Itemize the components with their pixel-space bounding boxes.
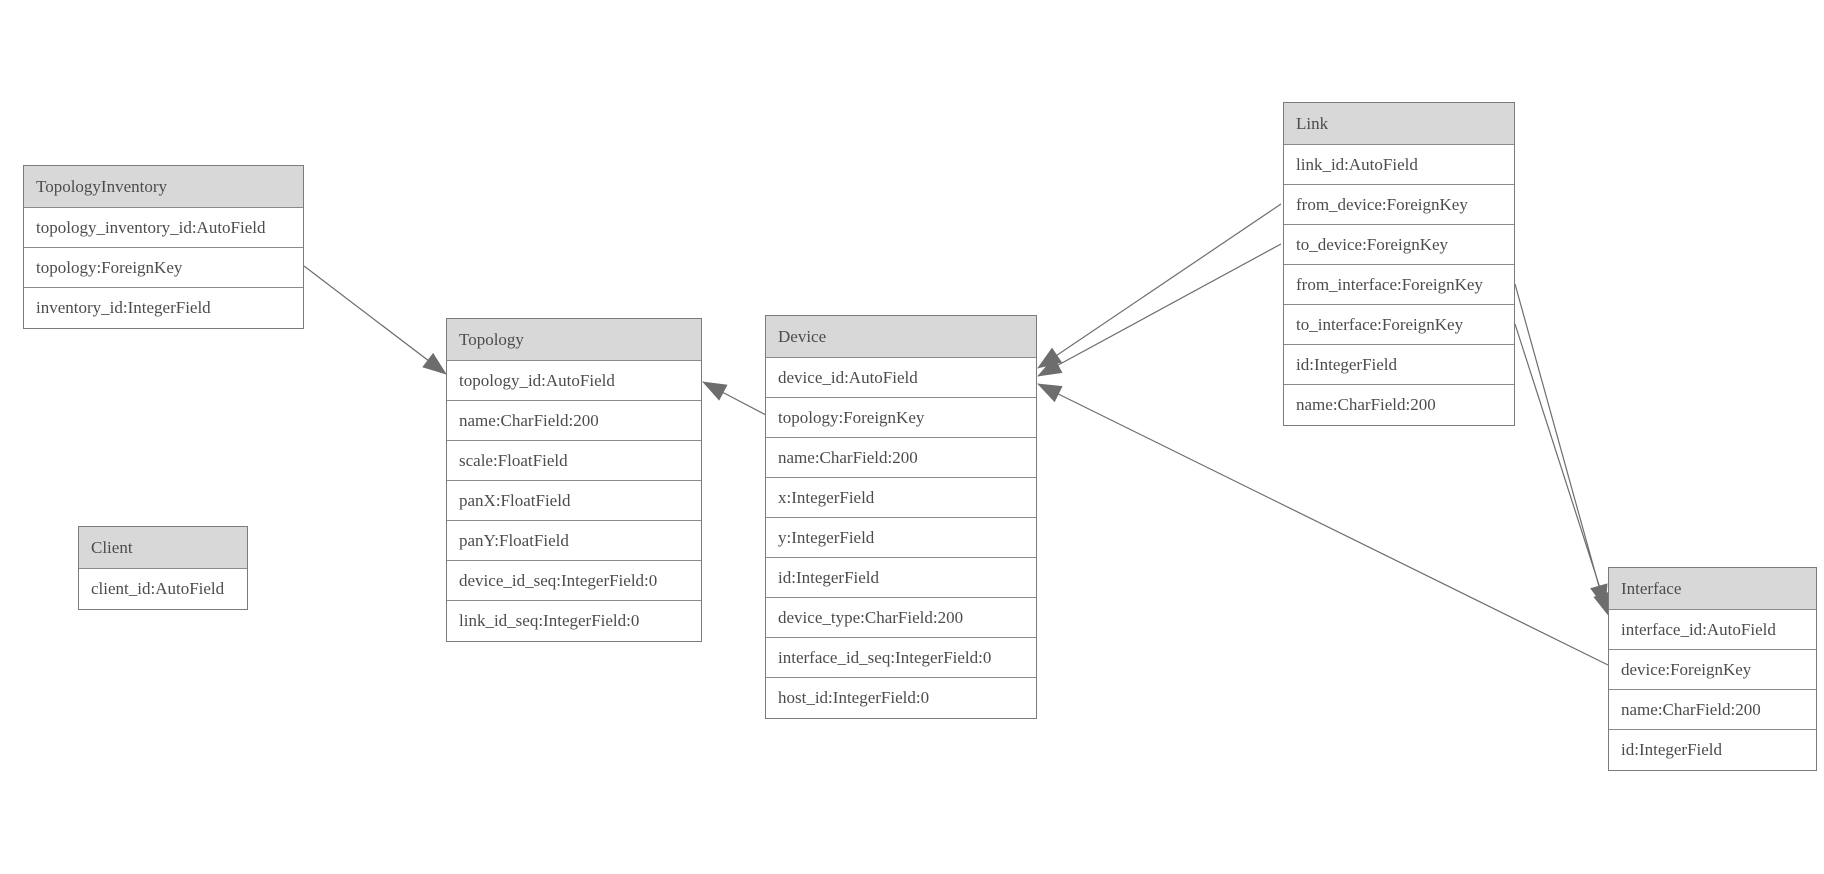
- entity-field-row: id:IntegerField: [1284, 345, 1514, 385]
- entity-field-row: x:IntegerField: [766, 478, 1036, 518]
- entity-topology-title: Topology: [447, 319, 701, 361]
- entity-field-row: topology:ForeignKey: [24, 248, 303, 288]
- connector-link-todevice-device: [1037, 243, 1282, 377]
- entity-field-row: scale:FloatField: [447, 441, 701, 481]
- connector-link-tointerface-interface: [1514, 323, 1611, 617]
- entity-interface-title: Interface: [1609, 568, 1816, 610]
- entity-field-row: to_interface:ForeignKey: [1284, 305, 1514, 345]
- entity-field-row: from_interface:ForeignKey: [1284, 265, 1514, 305]
- entity-link: Link link_id:AutoField from_device:Forei…: [1283, 102, 1515, 426]
- entity-field-row: host_id:IntegerField:0: [766, 678, 1036, 718]
- entity-field-row: interface_id_seq:IntegerField:0: [766, 638, 1036, 678]
- entity-field-row: y:IntegerField: [766, 518, 1036, 558]
- entity-field-row: topology_id:AutoField: [447, 361, 701, 401]
- connector-topologyinventory-topology: [303, 265, 447, 375]
- entity-client-title: Client: [79, 527, 247, 569]
- connector-link-frominterface-interface: [1514, 283, 1608, 609]
- entity-field-row: link_id_seq:IntegerField:0: [447, 601, 701, 641]
- entity-field-row: name:CharField:200: [766, 438, 1036, 478]
- entity-interface: Interface interface_id:AutoField device:…: [1608, 567, 1817, 771]
- entity-field-row: name:CharField:200: [447, 401, 701, 441]
- entity-field-row: name:CharField:200: [1609, 690, 1816, 730]
- entity-topology-inventory: TopologyInventory topology_inventory_id:…: [23, 165, 304, 329]
- entity-device-title: Device: [766, 316, 1036, 358]
- connector-device-topology: [702, 381, 767, 416]
- entity-field-row: inventory_id:IntegerField: [24, 288, 303, 328]
- entity-field-row: topology:ForeignKey: [766, 398, 1036, 438]
- entity-link-title: Link: [1284, 103, 1514, 145]
- entity-field-row: panY:FloatField: [447, 521, 701, 561]
- entity-device: Device device_id:AutoField topology:Fore…: [765, 315, 1037, 719]
- connector-link-fromdevice-device: [1037, 203, 1282, 369]
- entity-field-row: interface_id:AutoField: [1609, 610, 1816, 650]
- entity-field-row: id:IntegerField: [766, 558, 1036, 598]
- entity-field-row: client_id:AutoField: [79, 569, 247, 609]
- entity-field-row: name:CharField:200: [1284, 385, 1514, 425]
- entity-field-row: link_id:AutoField: [1284, 145, 1514, 185]
- connector-interface-device-device: [1037, 383, 1609, 666]
- entity-field-row: panX:FloatField: [447, 481, 701, 521]
- entity-field-row: from_device:ForeignKey: [1284, 185, 1514, 225]
- entity-field-row: device:ForeignKey: [1609, 650, 1816, 690]
- entity-field-row: to_device:ForeignKey: [1284, 225, 1514, 265]
- entity-client: Client client_id:AutoField: [78, 526, 248, 610]
- entity-field-row: topology_inventory_id:AutoField: [24, 208, 303, 248]
- entity-field-row: device_type:CharField:200: [766, 598, 1036, 638]
- entity-field-row: device_id:AutoField: [766, 358, 1036, 398]
- entity-topology: Topology topology_id:AutoField name:Char…: [446, 318, 702, 642]
- entity-field-row: device_id_seq:IntegerField:0: [447, 561, 701, 601]
- entity-field-row: id:IntegerField: [1609, 730, 1816, 770]
- entity-topology-inventory-title: TopologyInventory: [24, 166, 303, 208]
